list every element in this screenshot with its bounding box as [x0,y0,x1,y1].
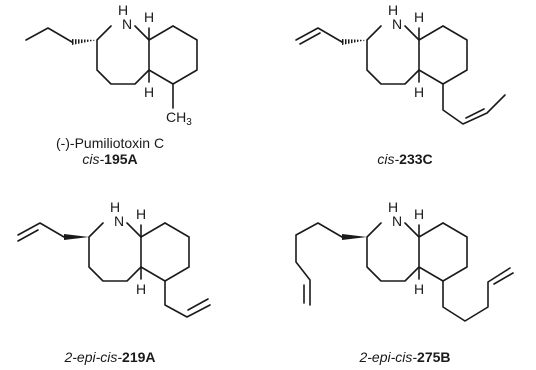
nh-hydrogen: H [110,199,120,215]
nitrogen-atom: N [392,213,402,229]
ring-junction-hydrogen-bottom: H [414,281,424,297]
ring-junction-hydrogen-bottom: H [144,84,154,100]
ring-junction-hydrogen-bottom: H [414,84,424,100]
ring-junction-hydrogen-top: H [414,9,424,25]
nitrogen-atom: N [114,213,124,229]
ring-junction-hydrogen-top: H [144,9,154,25]
molecule-cis-233c: N H H H cis-233C [295,2,506,167]
methyl-label: CH3 [166,109,192,128]
compound-id-label: 2-epi-cis-275B [358,349,450,365]
nh-hydrogen: H [118,2,128,18]
compound-name: (-)-Pumiliotoxin C [56,135,164,151]
compound-id-label: cis-195A [82,151,137,167]
nitrogen-atom: N [392,16,402,32]
compound-id-label: 2-epi-cis-219A [63,349,155,365]
ring-junction-hydrogen-top: H [136,206,146,222]
ring-junction-hydrogen-top: H [414,206,424,222]
nitrogen-atom: N [122,16,132,32]
ring-junction-hydrogen-bottom: H [136,281,146,297]
nh-hydrogen: H [388,2,398,18]
molecule-2-epi-cis-219a: N H H H 2-epi-cis-219A [17,199,211,365]
nh-hydrogen: H [388,199,398,215]
molecule-pumiliotoxin-c: N H H H CH3 (-)-Pumiliotoxin C cis-195A [25,2,198,167]
compound-id-label: cis-233C [377,151,432,167]
molecule-2-epi-cis-275b: N H H H 2-epi-cis-275B [295,199,514,365]
